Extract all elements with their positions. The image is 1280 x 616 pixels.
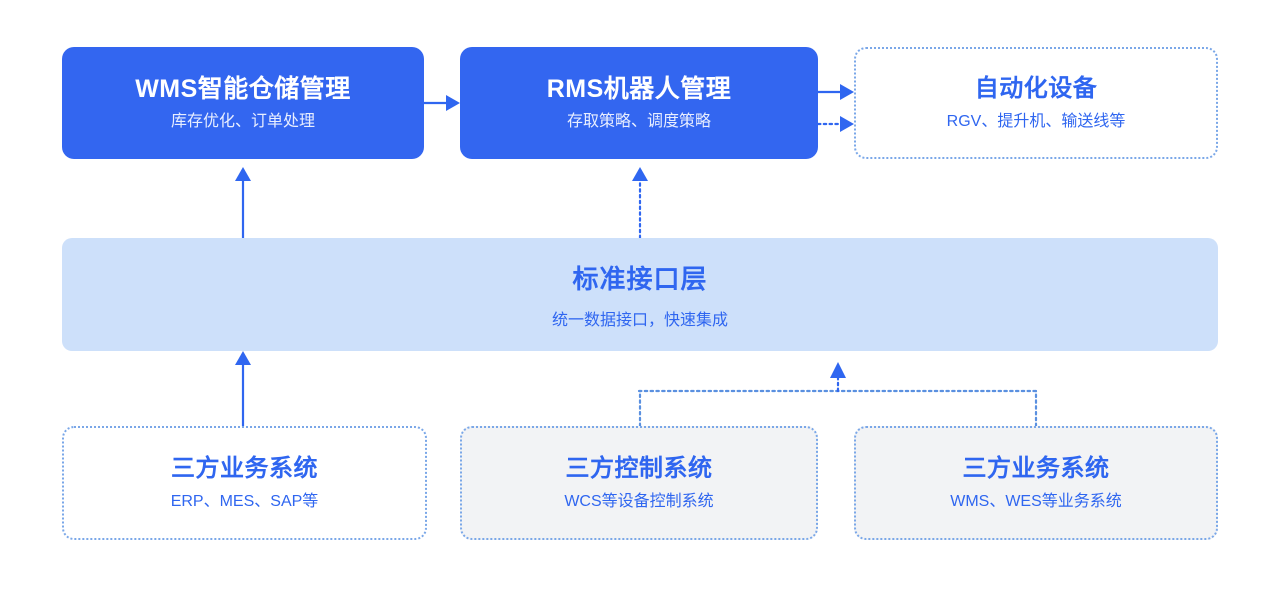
node-third-party-business-right[interactable]: 三方业务系统 WMS、WES等业务系统 [854,426,1218,540]
node-rms-subtitle: 存取策略、调度策略 [566,113,711,131]
node-third-party-control-subtitle: WCS等设备控制系统 [564,492,714,510]
node-third-party-business-left-subtitle: ERP、MES、SAP等 [170,492,319,510]
connector-rms-to-equipment-solid [818,84,854,100]
interface-layer-title: 标准接口层 [572,264,708,294]
node-third-party-control-title: 三方控制系统 [565,455,713,483]
connector-wms-to-rms [424,95,460,111]
node-third-party-control[interactable]: 三方控制系统 WCS等设备控制系统 [460,426,818,540]
node-third-party-business-right-subtitle: WMS、WES等业务系统 [950,492,1122,510]
node-third-party-business-left[interactable]: 三方业务系统 ERP、MES、SAP等 [62,426,427,540]
connector-bottom-right-bracket-to-band [637,362,1039,428]
node-wms-title: WMS智能仓储管理 [135,74,351,103]
node-rms[interactable]: RMS机器人管理 存取策略、调度策略 [460,47,818,159]
node-wms-subtitle: 库存优化、订单处理 [170,113,315,131]
connector-band-to-wms [235,167,251,238]
node-automation-equipment-subtitle: RGV、提升机、输送线等 [946,112,1126,130]
interface-layer-band[interactable]: 标准接口层 统一数据接口，快速集成 [62,238,1218,351]
node-third-party-business-left-title: 三方业务系统 [171,455,318,483]
node-third-party-business-right-title: 三方业务系统 [962,455,1110,483]
connector-business-left-to-band [235,351,251,426]
connector-rms-to-equipment-dotted [816,116,854,132]
node-automation-equipment[interactable]: 自动化设备 RGV、提升机、输送线等 [854,47,1218,159]
node-wms[interactable]: WMS智能仓储管理 库存优化、订单处理 [62,47,424,159]
interface-layer-subtitle: 统一数据接口，快速集成 [551,312,728,329]
node-rms-title: RMS机器人管理 [546,74,732,103]
node-automation-equipment-title: 自动化设备 [974,75,1098,103]
connector-band-to-rms [632,167,648,240]
